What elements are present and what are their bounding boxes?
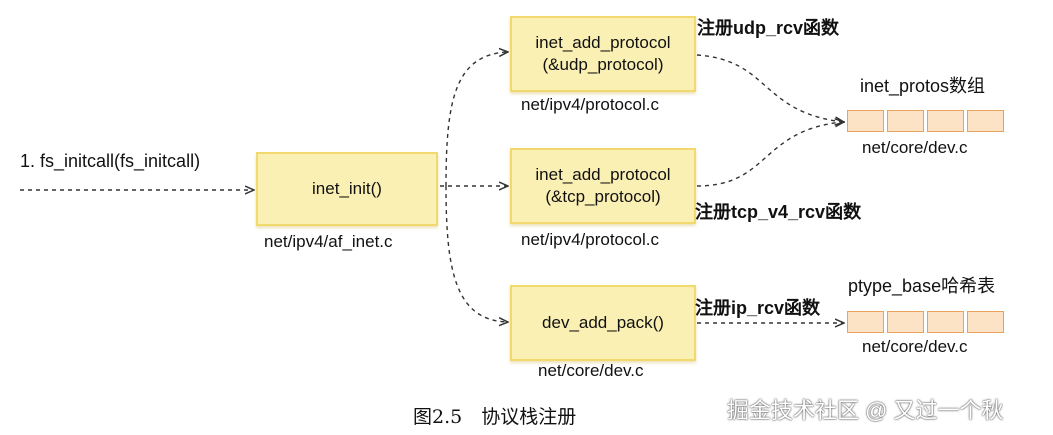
udp-protocol-line2: (&udp_protocol) xyxy=(542,55,664,74)
tcp-protocol-line1: inet_add_protocol xyxy=(535,165,671,184)
figure-caption: 图2.5 协议栈注册 xyxy=(413,406,577,428)
arrow-udp-to-inet-protos xyxy=(696,54,843,122)
array-cell xyxy=(927,110,964,132)
udp-rcv-register-label: 注册udp_rcv函数 xyxy=(697,18,840,38)
dev-add-pack-text: dev_add_pack() xyxy=(542,313,664,332)
inet-protos-file: net/core/dev.c xyxy=(862,138,968,157)
tcp-protocol-line2: (&tcp_protocol) xyxy=(545,187,661,206)
udp-protocol-line1: inet_add_protocol xyxy=(535,33,671,52)
dev-add-pack-box: dev_add_pack() xyxy=(510,285,696,361)
tcp-protocol-box: inet_add_protocol (&tcp_protocol) xyxy=(510,148,696,224)
hash-bucket-cell xyxy=(847,311,884,333)
array-cell xyxy=(967,110,1004,132)
watermark: 掘金技术社区 @ 又过一个秋 xyxy=(727,398,1004,423)
hash-bucket-cell xyxy=(927,311,964,333)
ptype-base-hashtable xyxy=(845,309,1006,335)
entry-label: 1. fs_initcall(fs_initcall) xyxy=(20,151,201,171)
udp-protocol-box: inet_add_protocol (&udp_protocol) xyxy=(510,16,696,92)
ptype-base-file: net/core/dev.c xyxy=(862,337,968,356)
arrow-inet-init-to-pack xyxy=(445,185,507,322)
arrow-inet-init-to-udp xyxy=(445,52,507,187)
inet-init-file: net/ipv4/af_inet.c xyxy=(264,232,393,251)
hash-bucket-cell xyxy=(967,311,1004,333)
udp-protocol-file: net/ipv4/protocol.c xyxy=(521,95,659,114)
hash-bucket-cell xyxy=(887,311,924,333)
array-cell xyxy=(887,110,924,132)
inet-protos-array xyxy=(845,108,1006,134)
arrow-tcp-to-inet-protos xyxy=(696,122,843,187)
inet-init-text: inet_init() xyxy=(312,179,382,198)
tcp-protocol-file: net/ipv4/protocol.c xyxy=(521,230,659,249)
inet-protos-title: inet_protos数组 xyxy=(860,76,986,96)
inet-init-box: inet_init() xyxy=(256,152,438,226)
ptype-base-title: ptype_base哈希表 xyxy=(848,276,996,296)
array-cell xyxy=(847,110,884,132)
tcp-v4-rcv-register-label: 注册tcp_v4_rcv函数 xyxy=(695,202,862,222)
dev-add-pack-file: net/core/dev.c xyxy=(538,361,644,380)
ip-rcv-register-label: 注册ip_rcv函数 xyxy=(695,298,821,318)
